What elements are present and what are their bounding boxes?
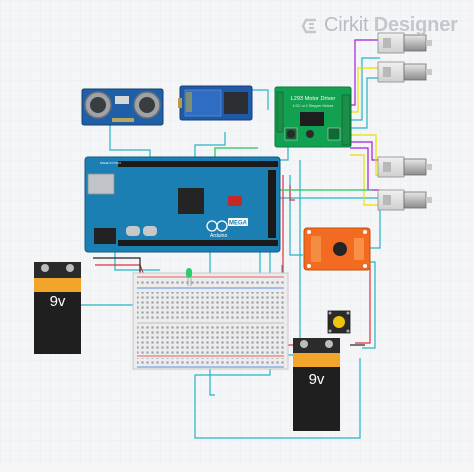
- wire[interactable]: [350, 154, 380, 206]
- voice-recognition-module[interactable]: [303, 227, 371, 271]
- arduino-made-in-label: MADE IN ITALY: [100, 161, 121, 165]
- battery-label: 9v: [309, 371, 325, 388]
- watermark-text: Cirkit Designer: [324, 14, 458, 37]
- wire[interactable]: [350, 147, 380, 191]
- wire[interactable]: [93, 257, 141, 278]
- watermark-prefix: Cirkit: [324, 14, 369, 36]
- ultrasonic-sensor[interactable]: [81, 88, 164, 126]
- wire[interactable]: [370, 205, 381, 249]
- wire[interactable]: [355, 265, 371, 344]
- cirkit-logo-icon: [301, 18, 316, 33]
- dc-motor[interactable]: [377, 189, 432, 211]
- wire[interactable]: [194, 132, 226, 165]
- arduino-brand-label: Arduino: [210, 233, 227, 239]
- wire[interactable]: [362, 261, 376, 349]
- wire[interactable]: [289, 175, 303, 256]
- battery-label: 9v: [50, 293, 66, 310]
- arduino-mega[interactable]: MEGA Arduino MADE IN ITALY: [84, 156, 281, 253]
- motor-driver-title: L293 Motor Driver: [291, 96, 336, 102]
- led[interactable]: [186, 268, 192, 286]
- battery-9v[interactable]: 9v: [293, 338, 340, 431]
- arduino-model-label: MEGA: [229, 221, 248, 227]
- wire[interactable]: [114, 250, 160, 271]
- bluetooth-module[interactable]: [178, 85, 253, 121]
- battery-9v[interactable]: 9v: [34, 262, 81, 354]
- motor-driver[interactable]: L293 Motor Driver 4 DC or 2 Stepper Moto…: [274, 86, 352, 148]
- cirkit-designer-watermark: Cirkit Designer: [300, 14, 458, 37]
- wire[interactable]: [350, 67, 380, 113]
- wire[interactable]: [350, 39, 380, 106]
- wire[interactable]: [350, 57, 380, 121]
- dc-motor[interactable]: [377, 61, 432, 83]
- watermark-suffix: Designer: [373, 14, 458, 36]
- dc-motor[interactable]: [377, 32, 432, 54]
- wire[interactable]: [350, 77, 380, 129]
- dc-motor[interactable]: [377, 156, 432, 178]
- motor-driver-subtitle: 4 DC or 2 Stepper Motors: [293, 104, 334, 108]
- push-button[interactable]: [327, 310, 351, 334]
- breadboard: [132, 272, 289, 370]
